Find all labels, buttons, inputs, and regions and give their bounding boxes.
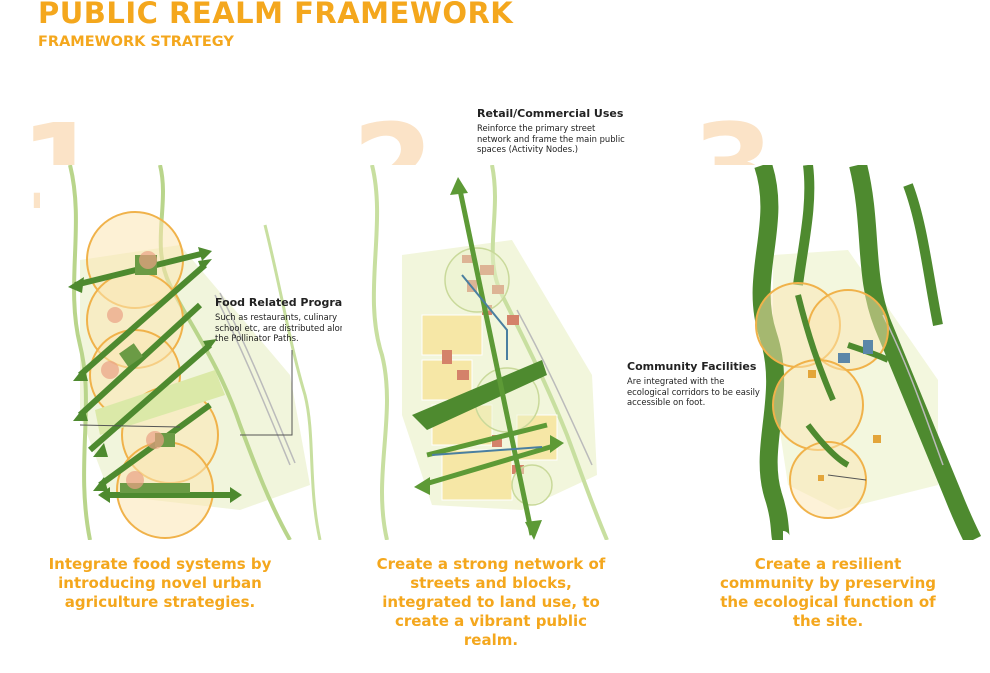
street-arrow-heads: [414, 177, 564, 540]
creek-line: [370, 165, 389, 540]
annotation-title: Community Facilities: [627, 360, 757, 373]
ecological-corridor: [752, 165, 791, 540]
small-arrow: [79, 424, 181, 428]
annotation-body: Reinforce the primary street network and…: [477, 123, 625, 154]
panel-streets-map: [342, 165, 642, 540]
page-title: PUBLIC REALM FRAMEWORK: [38, 0, 514, 30]
central-park: [412, 360, 547, 430]
annotation-retail-commercial: Retail/Commercial Uses Reinforce the pri…: [477, 107, 627, 155]
caption-streets-blocks: Create a strong network of streets and b…: [376, 555, 606, 649]
ecological-corridor: [903, 183, 943, 326]
pollinator-path-arrows: [74, 250, 235, 498]
ecological-corridor: [849, 165, 982, 540]
annotation-food-programs: Food Related Programs Such as restaurant…: [215, 296, 365, 344]
caption-resilient-community: Create a resilient community by preservi…: [719, 555, 936, 630]
streets-blocks-map-graphic: [370, 165, 609, 540]
ecological-corridor: [793, 165, 815, 286]
food-program-highlights: [101, 251, 164, 489]
caption-food-systems: Integrate food systems by introducing no…: [48, 555, 272, 611]
rail-line: [882, 314, 944, 466]
arrow-heads: [68, 247, 242, 503]
food-systems-map-graphic: [68, 165, 322, 540]
community-facilities: [808, 370, 881, 481]
annotation-body: Such as restaurants, culinary school etc…: [215, 312, 351, 343]
secondary-streets: [431, 274, 543, 456]
annotation-title: Retail/Commercial Uses: [477, 107, 624, 120]
water-features: [838, 340, 873, 363]
creek-line: [68, 165, 92, 540]
creek-line: [263, 224, 322, 540]
primary-streets: [421, 189, 558, 536]
panel-ecology-map: [688, 165, 988, 540]
page-subtitle: FRAMEWORK STRATEGY: [38, 34, 234, 50]
annotation-title: Food Related Programs: [215, 296, 361, 309]
annotation-community-facilities: Community Facilities Are integrated with…: [627, 360, 762, 408]
panel-food-systems-map: [40, 165, 340, 540]
creek-line: [490, 165, 609, 540]
small-arrow: [827, 474, 867, 481]
annotation-body: Are integrated with the ecological corri…: [627, 376, 760, 407]
rail-line: [516, 309, 593, 466]
residential-blocks: [421, 314, 558, 501]
ecology-map-graphic: [752, 165, 982, 540]
